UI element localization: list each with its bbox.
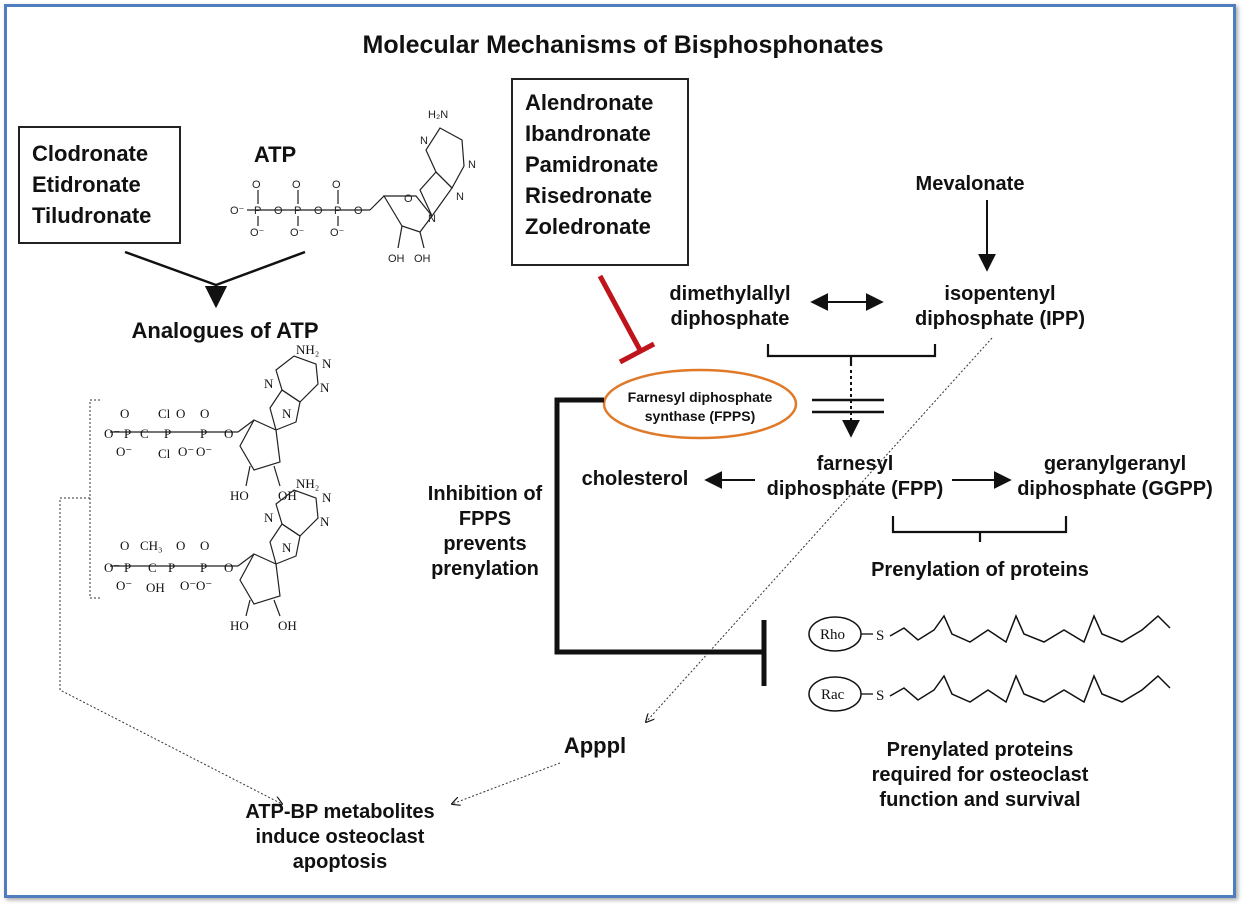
atp-label: ATP xyxy=(253,142,297,167)
non-nitrogen-bp-box: Clodronate Etidronate Tiludronate xyxy=(18,126,181,244)
fpp-label: farnesyl diphosphate (FPP) xyxy=(766,453,944,500)
metabolites-note: ATP-BP metabolites induce osteoclast apo… xyxy=(245,801,435,873)
dmapp-label: dimethylallyl diphosphate xyxy=(669,283,791,330)
mevalonate-label: Mevalonate xyxy=(915,173,1025,195)
bp-alendronate: Alendronate xyxy=(525,90,654,115)
prenylated-proteins-note: Prenylated proteins required for osteocl… xyxy=(871,739,1089,811)
inhibition-note: Inhibition of FPPS prevents prenylation xyxy=(427,483,543,580)
fpps-label: Farnesyl diphosphate synthase (FPPS) xyxy=(627,389,773,424)
cholesterol-label: cholesterol xyxy=(581,468,689,490)
bp-tiludronate: Tiludronate xyxy=(32,203,152,228)
ggpp-label: geranylgeranyl diphosphate (GGPP) xyxy=(1017,453,1213,500)
bp-risedronate: Risedronate xyxy=(525,183,653,208)
analogues-of-atp-label: Analogues of ATP xyxy=(131,318,319,343)
prenylation-label: Prenylation of proteins xyxy=(871,559,1089,581)
bp-pamidronate: Pamidronate xyxy=(525,152,659,177)
bp-etidronate: Etidronate xyxy=(32,172,141,197)
nitrogen-bp-box: Alendronate Ibandronate Pamidronate Rise… xyxy=(511,78,689,266)
bp-clodronate: Clodronate xyxy=(32,141,149,166)
bp-ibandronate: Ibandronate xyxy=(525,121,651,146)
apppi-label: Apppl xyxy=(563,733,627,758)
bp-zoledronate: Zoledronate xyxy=(525,214,651,239)
ipp-label: isopentenyl diphosphate (IPP) xyxy=(915,283,1085,330)
diagram-title: Molecular Mechanisms of Bisphosphonates xyxy=(362,31,884,59)
